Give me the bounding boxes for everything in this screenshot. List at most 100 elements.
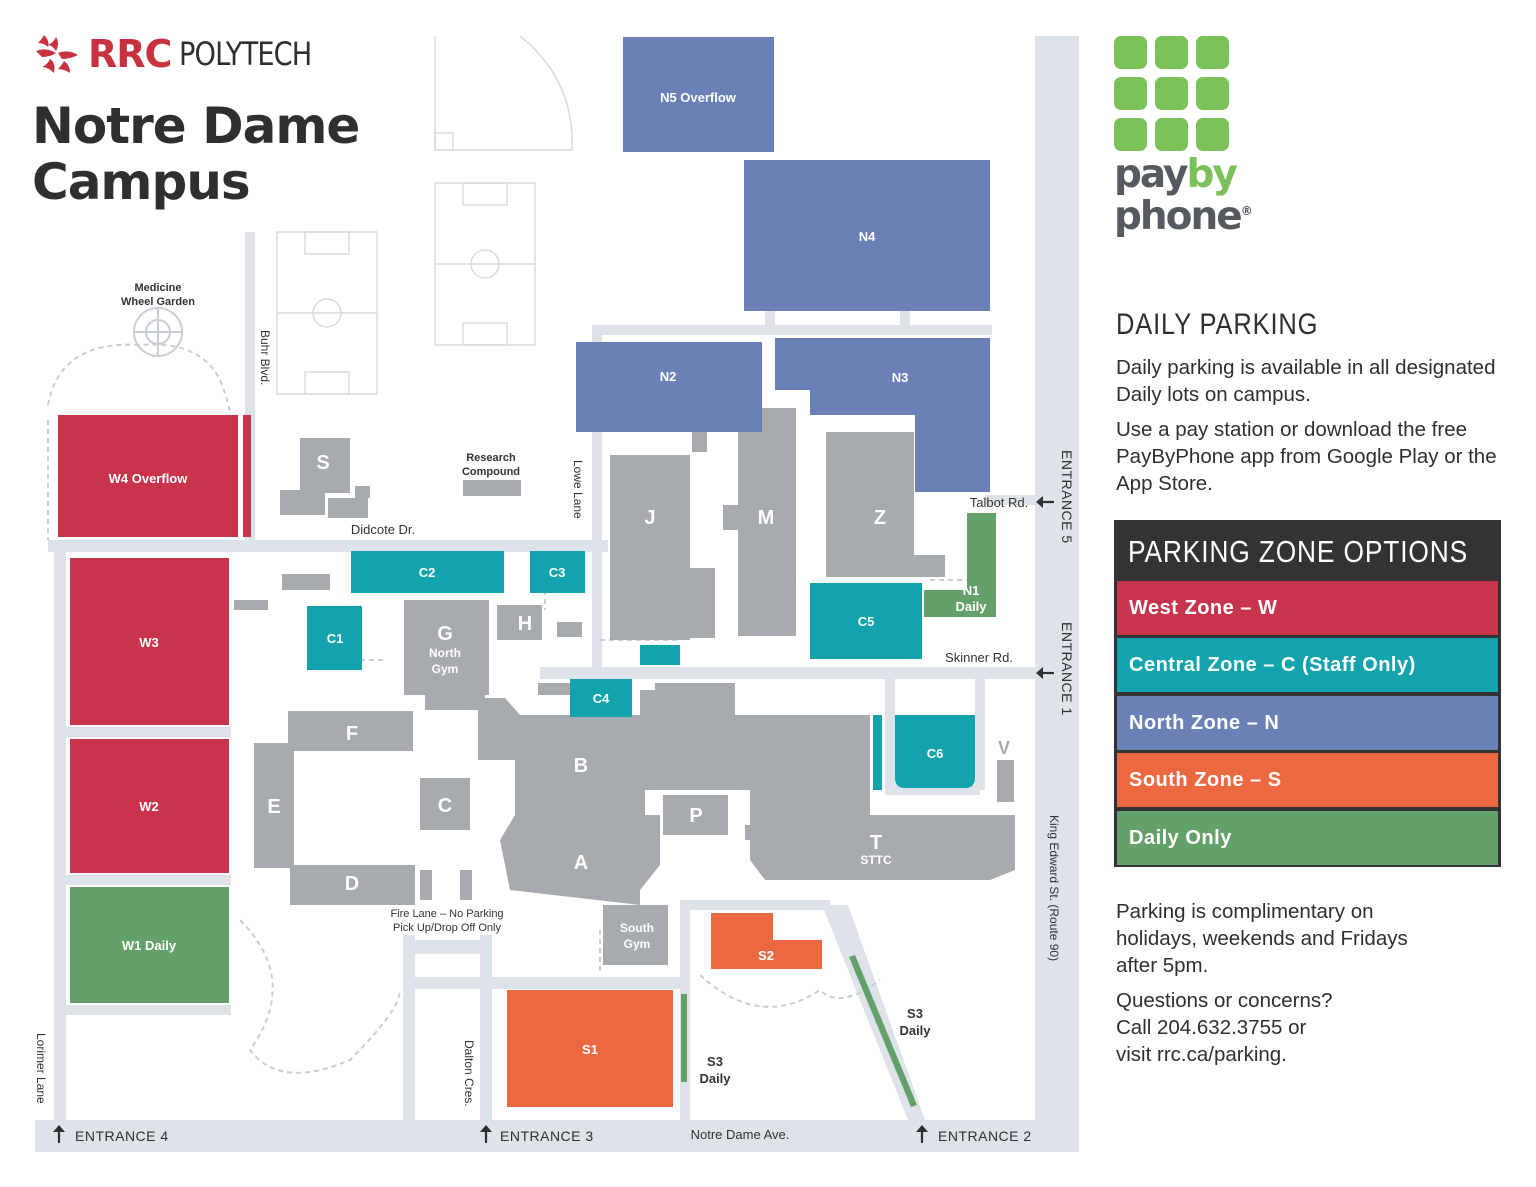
lot-label-c2: C2 [419,565,436,580]
lot-c3 [530,551,585,593]
building-south-gym2: Gym [624,937,651,951]
entrance-5: ENTRANCE 5 [1059,450,1075,544]
medicine-wheel-icon [133,307,183,357]
lot-label-s2: S2 [758,948,774,963]
lot-s2 [711,913,822,969]
zone-central: Central Zone – C (Staff Only) [1117,638,1498,692]
daily-parking-para1: Daily parking is available in all design… [1116,356,1496,406]
title-line2: Campus [32,153,251,211]
lot-c1 [307,606,362,670]
building-c: C [438,795,452,817]
building-m: M [758,507,775,529]
arrow-up-icon [480,1125,492,1143]
lot-label-c5: C5 [858,614,875,629]
lot-n1 [924,513,996,617]
lot-w3 [70,558,229,725]
building-g: G [437,623,453,645]
keypad-icon [1114,36,1254,151]
lot-label-s1: S1 [582,1042,598,1057]
building-g-sub1: North [429,646,461,660]
paybyphone-logo: payby phone® [1114,36,1254,236]
road-didcote: Didcote Dr. [351,522,415,537]
lot-label-c1: C1 [327,631,344,646]
road-buhr: Buhr Blvd. [258,330,272,385]
building-s: S [316,452,329,474]
lot-w1 [70,887,229,1003]
lot-label-w3: W3 [139,635,159,650]
daily-parking-para2: Use a pay station or download the free P… [1116,418,1497,495]
building-p: P [689,805,702,827]
lot-n5 [623,37,774,152]
road-dalton: Dalton Cres. [462,1040,476,1107]
lot-n2 [576,342,762,432]
word-pay: pay [1114,152,1188,197]
research-label1: Research [466,452,516,464]
lot-s3-west [681,994,687,1082]
arrow-left-icon [1036,496,1054,508]
building-f: F [346,723,358,745]
lot-label-c3: C3 [549,565,566,580]
research-label2: Compound [462,466,520,478]
building-south-gym1: South [620,921,654,935]
lot-label-w2: W2 [139,799,159,814]
brand-mark: RRC [88,32,172,76]
daily-parking-section: DAILY PARKING Daily parking is available… [1116,308,1506,505]
building-u: U [559,643,572,663]
entrance-3: ENTRANCE 3 [500,1128,594,1144]
road-labels: Didcote Dr. Talbot Rd. Skinner Rd. Notre… [34,330,1061,1142]
zone-legend-title: PARKING ZONE OPTIONS [1128,534,1469,569]
title-line1: Notre Dame [32,97,360,155]
lot-c5 [810,583,922,659]
lot-label-n3: N3 [892,370,909,385]
lot-label-s3-west: S3 [707,1054,723,1069]
lot-label-n4: N4 [859,229,876,244]
daily-parking-heading: DAILY PARKING [1116,308,1319,341]
registered-mark: ® [1240,204,1253,218]
lot-label-s3-east-daily: Daily [899,1023,931,1038]
lot-s3-east [849,955,917,1107]
entrances: ENTRANCE 4 ENTRANCE 3 ENTRANCE 2 ENTRANC… [75,450,1075,1144]
arrow-up-icon [916,1125,928,1143]
zone-west: West Zone – W [1117,581,1498,635]
zone-daily: Daily Only [1117,811,1498,865]
entrance-4: ENTRANCE 4 [75,1128,169,1144]
lot-w2 [70,739,229,873]
building-t: T [870,832,882,854]
lot-n4 [744,160,990,311]
fire-lane-labels: Fire Lane – No Parking Pick Up/Drop Off … [390,908,503,934]
word-phone: phone [1114,194,1243,239]
page-title: Notre Dame Campus [32,98,452,210]
road-notre-dame: Notre Dame Ave. [691,1127,790,1142]
questions-line2: Call 204.632.3755 or [1116,1016,1307,1039]
brand-logo: RRC POLYTECH [34,32,335,76]
medicine-wheel-label1: Medicine [134,282,181,294]
building-d: D [345,873,359,895]
s3-labels: S3 Daily S3 Daily [699,1006,931,1086]
lot-s1 [507,990,673,1107]
fire-lane-label2: Pick Up/Drop Off Only [393,922,501,934]
lot-n3 [775,338,990,492]
building-j: J [644,507,655,529]
entrance-arrows [53,496,1054,1143]
road-lowe: Lowe Lane [571,460,585,519]
medicine-wheel-label2: Wheel Garden [121,296,195,308]
questions-line1: Questions or concerns? [1116,989,1333,1012]
building-a: A [574,852,588,874]
brand-name: POLYTECH [179,35,312,73]
lot-label-n5: N5 Overflow [660,90,737,105]
building-l: L [243,613,254,633]
parking-lots [58,37,996,1107]
lot-c6 [895,715,975,788]
questions-line3: visit rrc.ca/parking. [1116,1043,1287,1066]
road-lorimer: Lorimer Lane [34,1033,48,1104]
lot-label-n1: N1 [963,583,980,598]
building-e: E [267,796,280,818]
parking-zone-legend: PARKING ZONE OPTIONS West Zone – W Centr… [1114,520,1501,867]
building-b: B [574,755,588,777]
road-skinner: Skinner Rd. [945,650,1013,665]
building-z: Z [874,507,886,529]
buildings [234,408,1015,965]
lot-label-n1-daily: Daily [955,599,987,614]
lot-labels: W4 Overflow W3 W2 W1 Daily C1 C2 C3 C4 C… [109,90,988,1057]
